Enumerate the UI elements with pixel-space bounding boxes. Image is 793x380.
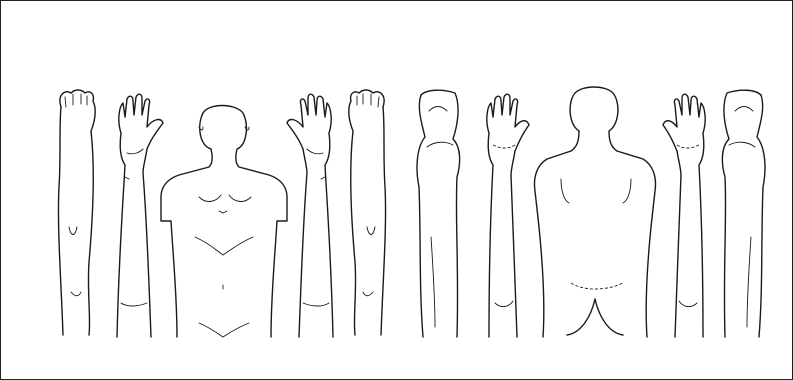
front-view <box>51 79 396 341</box>
front-left-leg[interactable] <box>341 87 393 337</box>
front-torso[interactable] <box>159 105 291 337</box>
back-right-leg[interactable] <box>413 87 469 337</box>
back-right-arm[interactable] <box>475 93 533 337</box>
back-view <box>413 79 773 341</box>
back-left-arm[interactable] <box>659 93 717 337</box>
front-right-arm[interactable] <box>107 93 167 337</box>
front-left-arm[interactable] <box>283 93 343 337</box>
front-right-leg[interactable] <box>51 87 103 337</box>
back-left-leg[interactable] <box>713 87 769 337</box>
back-torso[interactable] <box>531 87 663 337</box>
